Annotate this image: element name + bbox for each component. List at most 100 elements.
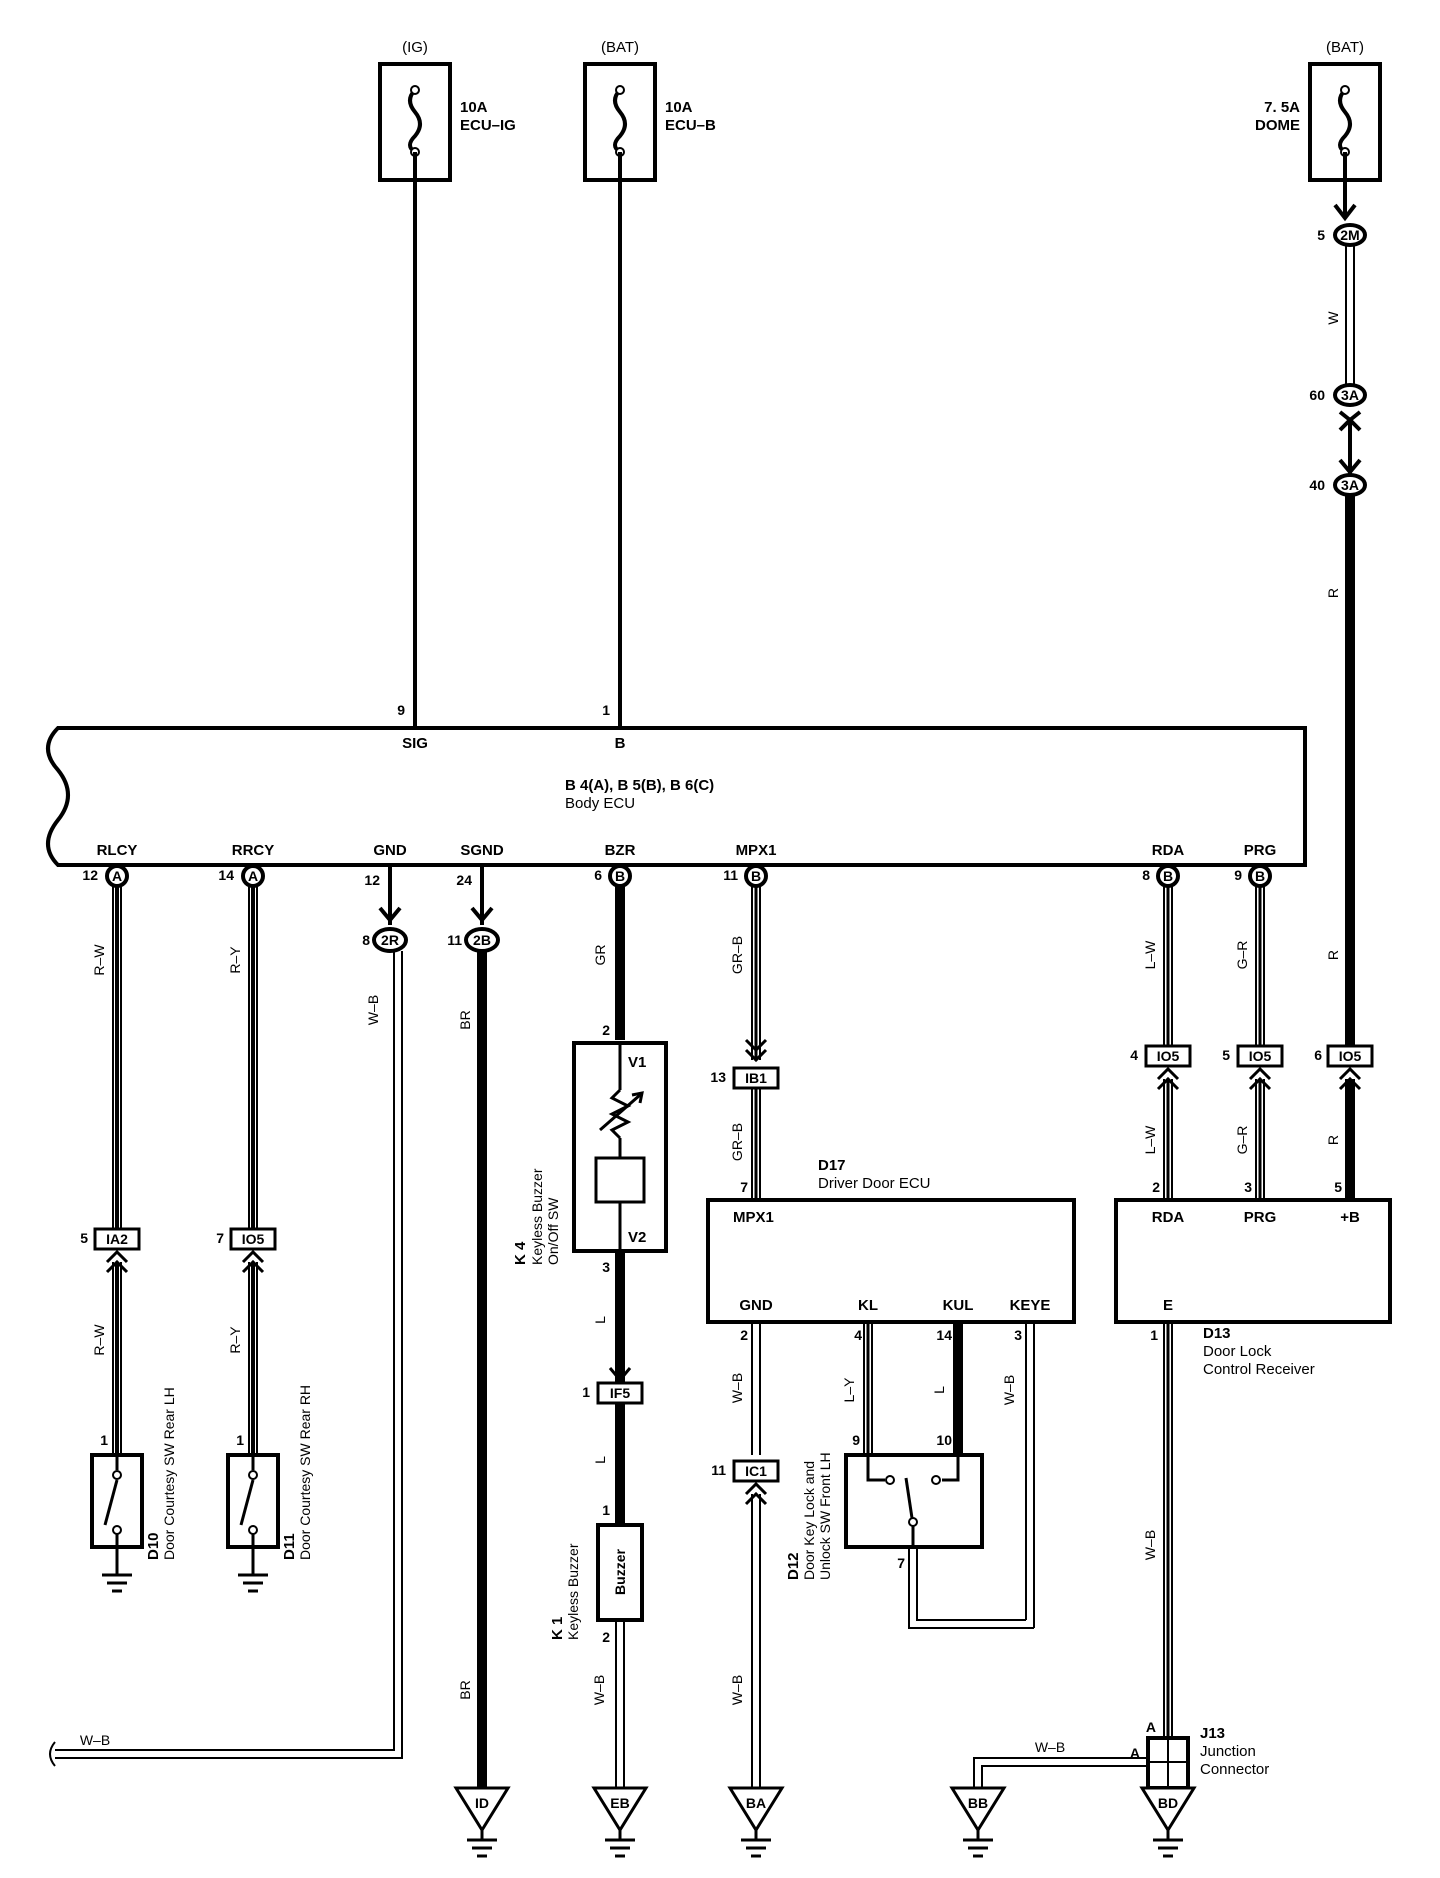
fuse-dome: (BAT) 7. 5A DOME <box>1255 39 1382 182</box>
ia2-conn: IA2 <box>106 1231 128 1247</box>
wire-rw-2: R–W <box>91 1324 107 1356</box>
ecu-code: B 4(A), B 5(B), B 6(C) <box>565 777 714 794</box>
ecu-term-gnd: GND <box>373 842 407 859</box>
d17-keye: KEYE <box>1010 1297 1051 1314</box>
k4-v2: V2 <box>628 1229 646 1246</box>
d17-kul: KUL <box>943 1297 974 1314</box>
wire-wb-gnd-2: W–B <box>80 1732 110 1748</box>
io5-prg-pin: 5 <box>1222 1047 1230 1063</box>
d17-gnd-pin: 2 <box>740 1327 748 1343</box>
k1-inner: Buzzer <box>612 1549 628 1595</box>
d13-rda-pin: 2 <box>1152 1179 1160 1195</box>
d10-name: Door Courtesy SW Rear LH <box>161 1387 177 1560</box>
d17-gnd-circuit: W–B 11 IC1 W–B BA <box>711 1322 785 1858</box>
fuse-ig-source: (IG) <box>402 39 428 56</box>
d13-rda: RDA <box>1152 1209 1185 1226</box>
k4-pin-in: 2 <box>602 1022 610 1038</box>
wire-grb-2: GR–B <box>729 1123 745 1161</box>
wire-wb-d13: W–B <box>1142 1530 1158 1560</box>
fuse-ig-rating: 10A <box>460 99 488 116</box>
j13-pin-a-top: A <box>1146 1719 1156 1735</box>
dome-chain: 5 2M W 60 3A 40 3A R R <box>1309 152 1367 1045</box>
rlcy-circuit: R–W 5 IA2 R–W 1 D10 Door Courtesy SW Rea… <box>80 886 177 1593</box>
ecu-bottom-connectors: 12 A 14 A 12 24 6 B 11 B 8 B 9 B <box>82 864 1272 925</box>
ecu-term-rda: RDA <box>1152 842 1185 859</box>
rrcy-conn: A <box>248 868 258 884</box>
d12-name2: Unlock SW Front LH <box>817 1452 833 1580</box>
d12-pin9: 9 <box>852 1432 860 1448</box>
wire-gr-1: G–R <box>1234 941 1250 970</box>
wire-gr: GR <box>592 945 608 966</box>
fuse-bat-rating: 10A <box>665 99 693 116</box>
io5-rda-conn: IO5 <box>1157 1048 1180 1064</box>
d10-pin: 1 <box>100 1432 108 1448</box>
ecu-term-bzr: BZR <box>605 842 636 859</box>
d13-e-pin: 1 <box>1150 1327 1158 1343</box>
conn-3A-60: 3A <box>1341 387 1359 403</box>
wire-gr-2: G–R <box>1234 1126 1250 1155</box>
d12-name1: Door Key Lock and <box>801 1461 817 1580</box>
io5-b-conn: IO5 <box>1339 1048 1362 1064</box>
mpx1-circuit: GR–B 13 IB1 GR–B <box>710 886 780 1200</box>
conn-2R-pin: 8 <box>362 932 370 948</box>
conn-3A-40-pin: 40 <box>1309 477 1325 493</box>
rrcy-pin: 14 <box>218 867 234 883</box>
ecu-term-prg: PRG <box>1244 842 1277 859</box>
wire-wb-j13: W–B <box>1035 1739 1065 1755</box>
wire-r-label-2: R <box>1325 950 1341 960</box>
wire-r-3: R <box>1325 1135 1341 1145</box>
ground-bb: BB <box>968 1795 988 1811</box>
k1-pin-out: 2 <box>602 1629 610 1645</box>
bzr-pin: 6 <box>594 867 602 883</box>
d13-b-pin: 5 <box>1334 1179 1342 1195</box>
d10-code: D10 <box>145 1532 162 1560</box>
d12-circuit: L–Y L W–B 9 10 7 D12 Door Key Lock and U… <box>785 1322 1035 1629</box>
io5-rda-pin: 4 <box>1130 1047 1138 1063</box>
wire-lw-1: L–W <box>1142 940 1158 970</box>
k4-pin-out: 3 <box>602 1259 610 1275</box>
d13-code: D13 <box>1203 1325 1231 1342</box>
conn-2M-pin: 5 <box>1317 227 1325 243</box>
k4-code: K 4 <box>512 1241 529 1265</box>
prg-conn: B <box>1255 868 1265 884</box>
wire-l-kul: L <box>931 1386 947 1394</box>
conn-2B-pin: 11 <box>447 932 462 948</box>
ia2-pin: 5 <box>80 1230 88 1246</box>
wire-w-label: W <box>1325 311 1341 325</box>
ecu-name: Body ECU <box>565 795 635 812</box>
wire-br-2: BR <box>457 1680 473 1699</box>
ecu-term-sgnd: SGND <box>460 842 504 859</box>
j13-circuit: W–B A A J13 Junction Connector W–B BB BD <box>949 1322 1269 1858</box>
wire-grb-1: GR–B <box>729 936 745 974</box>
d17-kl-pin: 4 <box>854 1327 862 1343</box>
d13-door-lock-control-receiver: 2 3 5 RDA PRG +B E 1 D13 Door Lock Contr… <box>1114 1179 1392 1378</box>
wire-l-2: L <box>592 1456 608 1464</box>
ecu-term-rlcy: RLCY <box>97 842 138 859</box>
mpx1-pin: 11 <box>723 867 738 883</box>
j13-name1: Junction <box>1200 1743 1256 1760</box>
d13-circuits: L–W 4 IO5 L–W G–R 5 IO5 G–R 6 IO5 R <box>1130 886 1374 1200</box>
conn-2M: 2M <box>1340 227 1359 243</box>
rda-pin: 8 <box>1142 867 1150 883</box>
k1-name: Keyless Buzzer <box>565 1543 581 1640</box>
d17-gnd: GND <box>739 1297 773 1314</box>
d13-b: +B <box>1340 1209 1360 1226</box>
d12-code: D12 <box>785 1552 802 1580</box>
if5-pin: 1 <box>582 1384 590 1400</box>
if5-conn: IF5 <box>610 1385 630 1401</box>
ic1-conn: IC1 <box>745 1463 767 1479</box>
k1-pin-in: 1 <box>602 1502 610 1518</box>
fuse-dome-source: (BAT) <box>1326 39 1364 56</box>
k1-code: K 1 <box>549 1617 566 1640</box>
wire-ly: L–Y <box>841 1377 857 1403</box>
d13-e: E <box>1163 1297 1173 1314</box>
d12-pin7: 7 <box>897 1555 905 1571</box>
ground-id: ID <box>475 1795 489 1811</box>
wire-wb-gnd-1: W–B <box>365 995 381 1025</box>
ecu-term-b: B <box>615 735 626 752</box>
io5-rrcy-conn: IO5 <box>242 1231 265 1247</box>
wire-ry-2: R–Y <box>227 1326 243 1354</box>
ecu-term-rrcy: RRCY <box>232 842 275 859</box>
j13-code: J13 <box>1200 1725 1225 1742</box>
